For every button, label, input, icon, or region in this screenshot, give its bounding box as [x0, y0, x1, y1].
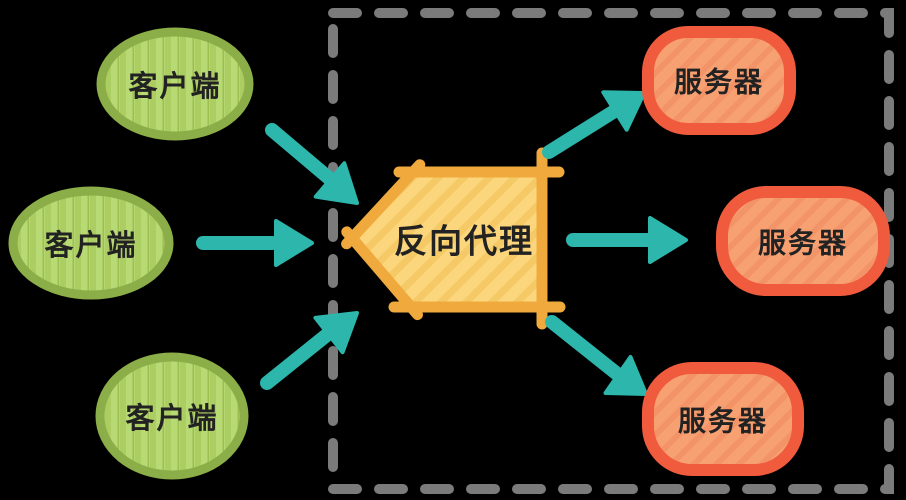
server-label: 服务器: [674, 66, 764, 99]
proxy-sketch-border: [341, 147, 566, 330]
server-box: [642, 362, 804, 476]
client-label: 客户端: [125, 401, 218, 435]
proxy-shape: [352, 172, 542, 307]
reverse-proxy-node: 反向代理: [341, 147, 566, 330]
arrow-client1-to-proxy: [265, 123, 359, 205]
client-node-2: 客户端: [8, 186, 174, 300]
server-node-3: 服务器: [642, 362, 804, 476]
client-ellipse: [96, 27, 254, 141]
arrow-client3-to-proxy: [260, 311, 359, 390]
client-node-3: 客户端: [95, 352, 249, 480]
server-box: [642, 26, 796, 135]
arrow-proxy-to-server2: [566, 216, 688, 264]
client-ellipse: [8, 186, 174, 300]
arrow-client2-to-proxy: [196, 219, 314, 267]
server-label: 服务器: [678, 405, 768, 438]
arrow-proxy-to-server3: [545, 315, 648, 396]
client-node-1: 客户端: [96, 27, 254, 141]
server-box: [716, 186, 890, 296]
server-label: 服务器: [758, 227, 848, 260]
server-node-2: 服务器: [716, 186, 890, 296]
proxy-label: 反向代理: [394, 222, 534, 261]
client-ellipse: [95, 352, 249, 480]
server-node-1: 服务器: [642, 26, 796, 135]
client-label: 客户端: [128, 69, 221, 103]
client-label: 客户端: [44, 228, 137, 262]
arrow-proxy-to-server1: [542, 90, 646, 159]
